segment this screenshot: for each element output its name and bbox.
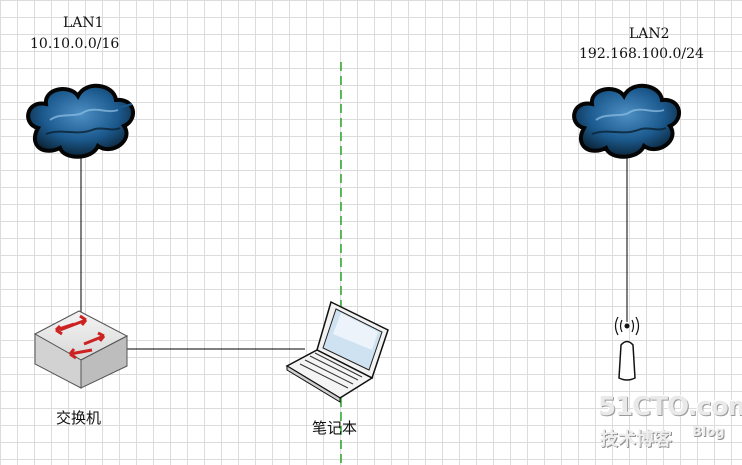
laptop-label: 笔记本 xyxy=(312,419,358,437)
lan1-subnet-label: 10.10.0.0/16 xyxy=(30,36,120,52)
lan2-name-label: LAN2 xyxy=(629,26,670,42)
cloud-icon-lan1 xyxy=(26,84,135,159)
watermark-logo: 51CTO.com xyxy=(598,392,742,422)
cloud-icon-lan2 xyxy=(572,84,681,159)
wireless-antenna-icon xyxy=(614,316,640,381)
laptop-icon xyxy=(285,300,389,403)
watermark-blog: Blog xyxy=(692,425,725,440)
lan2-subnet-label: 192.168.100.0/24 xyxy=(579,46,704,62)
watermark-subtitle: 技术博客 xyxy=(600,429,672,450)
switch-label: 交换机 xyxy=(56,409,102,427)
lan1-name-label: LAN1 xyxy=(63,15,104,31)
switch-icon xyxy=(33,310,129,389)
